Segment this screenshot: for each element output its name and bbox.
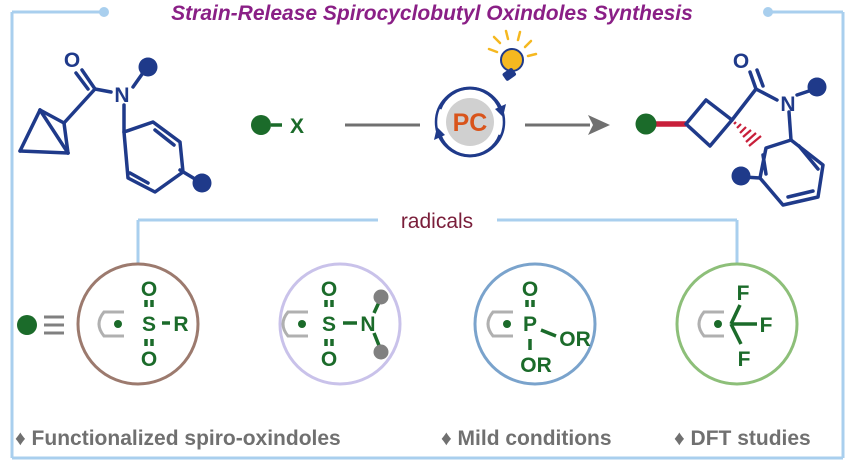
svg-text:O: O — [522, 278, 538, 301]
phosphonyl-radical-panel: O P OR OR — [473, 262, 597, 386]
svg-text:P: P — [523, 313, 537, 336]
sulfamoyl-radical-panel: O S O N — [278, 262, 402, 386]
product-structure — [684, 68, 825, 207]
sulfonyl-radical-panel: O S O R — [76, 262, 200, 386]
svg-text:OR: OR — [520, 354, 552, 377]
svg-text:O: O — [141, 348, 157, 371]
frame-dot-right — [763, 7, 773, 17]
radicals-label: radicals — [401, 210, 473, 233]
svg-text:O: O — [321, 348, 337, 371]
feature-dft-studies: ♦ DFT studies — [674, 427, 811, 450]
svg-text:F: F — [737, 282, 750, 305]
photocatalyst-cycle — [434, 86, 506, 158]
svg-text:S: S — [142, 313, 156, 336]
radicals-bracket — [136, 218, 739, 264]
feature-functionalized: ♦ Functionalized spiro-oxindoles — [15, 427, 341, 450]
product-oxygen-label: O — [733, 50, 749, 73]
svg-text:N: N — [360, 313, 375, 336]
reaction-arrow-head — [588, 115, 610, 135]
svg-text:OR: OR — [559, 328, 591, 351]
product-nitrogen-label: N — [780, 93, 795, 116]
starting-material — [18, 68, 202, 194]
svg-text:F: F — [738, 348, 751, 371]
sm-nitrogen-label: N — [114, 84, 129, 107]
light-bulb-icon — [487, 29, 538, 81]
product-hashed-wedge — [733, 121, 762, 147]
equiv-radical-dot — [17, 315, 37, 335]
outer-frame — [10, 10, 845, 460]
radical-precursor-dot — [251, 115, 271, 135]
frame-dot-left — [99, 7, 109, 17]
feature-mild-conditions: ♦ Mild conditions — [441, 427, 612, 450]
equiv-symbol — [44, 315, 64, 335]
svg-text:O: O — [321, 278, 337, 301]
product-ring-substituent-dot — [731, 166, 751, 186]
sm-ring-substituent-dot — [192, 173, 212, 193]
sm-n-substituent-dot — [138, 57, 158, 77]
catalyst-label: PC — [453, 109, 488, 137]
reagent-x-label: X — [290, 115, 304, 138]
svg-text:O: O — [141, 278, 157, 301]
product-n-substituent-dot — [807, 77, 827, 97]
figure-title: Strain-Release Spirocyclobutyl Oxindoles… — [171, 2, 693, 25]
svg-text:S: S — [322, 313, 336, 336]
svg-text:F: F — [760, 314, 773, 337]
trifluoromethyl-radical-panel: F F F — [675, 262, 799, 386]
svg-text:R: R — [173, 313, 188, 336]
sm-oxygen-label: O — [64, 49, 80, 72]
product-radical-dot — [635, 113, 657, 135]
